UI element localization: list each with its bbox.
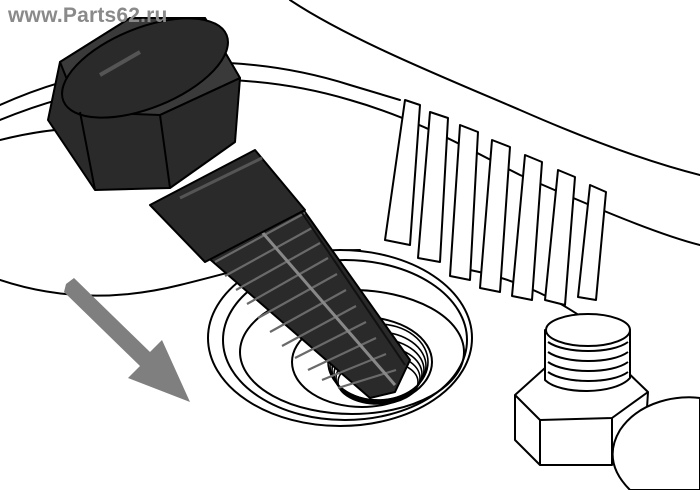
hex-bolt-icon: [514, 313, 700, 490]
screw-extractor-icon: [47, 17, 411, 399]
direction-arrow-icon: [64, 278, 190, 402]
watermark-text: www.Parts62.ru: [8, 4, 168, 27]
cooling-fins: [384, 99, 607, 306]
